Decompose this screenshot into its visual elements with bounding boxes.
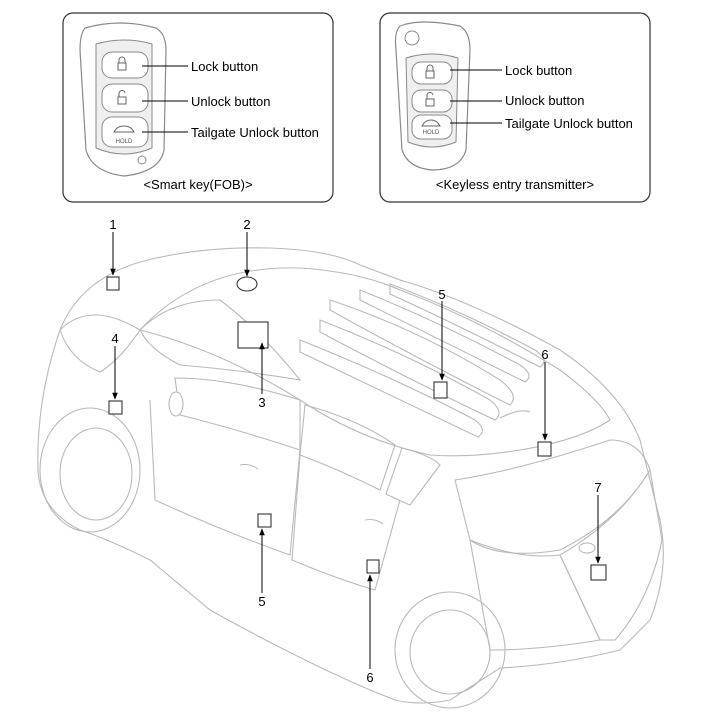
component-5-roof: 5 [433, 287, 448, 399]
smart-key-lock-label: Lock button [191, 59, 258, 74]
smart-key-fob-image [79, 22, 167, 177]
callout-5-lower: 5 [258, 594, 265, 609]
smart-key-caption: <Smart key(FOB)> [143, 177, 252, 192]
callout-7: 7 [594, 480, 601, 495]
callout-3: 3 [258, 395, 265, 410]
keyless-caption: <Keyless entry transmitter> [436, 177, 594, 192]
smart-key-tailgate-label: Tailgate Unlock button [191, 125, 319, 140]
callout-6-lower: 6 [366, 670, 373, 685]
callout-5-upper: 5 [438, 287, 445, 302]
component-3: 3 [237, 321, 269, 410]
component-4: 4 [108, 331, 123, 415]
keyless-tailgate-label: Tailgate Unlock button [505, 116, 633, 131]
keyless-lock-label: Lock button [505, 63, 572, 78]
component-7: 7 [590, 480, 607, 581]
keyless-unlock-label: Unlock button [505, 93, 585, 108]
keyless-transmitter-image [394, 21, 471, 171]
callout-1: 1 [109, 217, 116, 232]
keyless-hold-text: HOLD [423, 130, 440, 136]
callout-2: 2 [243, 217, 250, 232]
component-6-side: 6 [366, 559, 380, 685]
vehicle-illustration [37, 247, 664, 709]
smart-key-unlock-label: Unlock button [191, 94, 271, 109]
component-2: 2 [236, 217, 258, 292]
callout-6-upper: 6 [541, 347, 548, 362]
callout-4: 4 [111, 331, 118, 346]
smart-key-hold-text: HOLD [116, 139, 133, 145]
component-1: 1 [106, 217, 120, 291]
keyless-entry-panel: HOLD Lock button Unlock button Tailgate … [379, 12, 651, 203]
component-5-door: 5 [257, 513, 272, 609]
smart-key-panel: HOLD Lock button Unlock button Tailgate … [62, 12, 334, 203]
component-6-rear: 6 [537, 347, 552, 457]
